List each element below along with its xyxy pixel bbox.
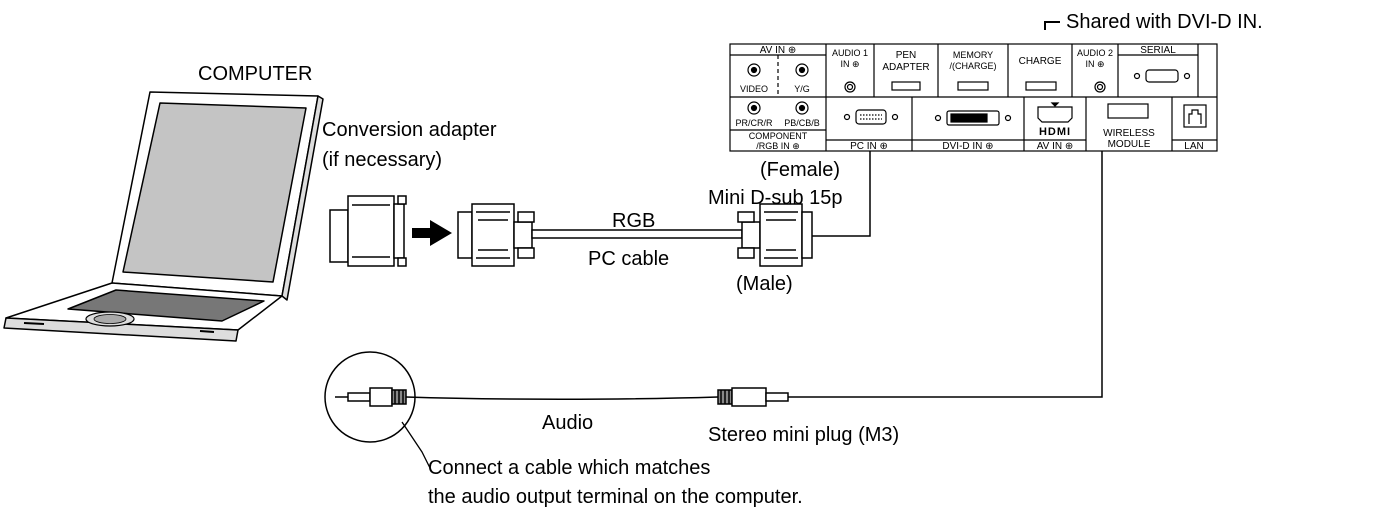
panel-pen-label-1: PEN bbox=[896, 50, 917, 61]
panel-prcr-label: PR/CR/R bbox=[735, 118, 773, 128]
conversion-adapter-label-1: Conversion adapter bbox=[322, 119, 497, 141]
audio-cable-lead bbox=[806, 92, 1103, 398]
pc-cable bbox=[457, 203, 813, 267]
panel-video-label: VIDEO bbox=[740, 84, 768, 94]
laptop-computer bbox=[3, 91, 324, 342]
note-line-2: the audio output terminal on the compute… bbox=[428, 486, 803, 508]
stereo-plug-label: Stereo mini plug (M3) bbox=[708, 424, 900, 446]
shared-bracket bbox=[1044, 21, 1060, 30]
panel-memory-label-1: MEMORY bbox=[953, 50, 993, 60]
audio-cable bbox=[324, 351, 806, 443]
shared-label: Shared with DVI-D IN. bbox=[1066, 11, 1263, 33]
note-callout-line bbox=[401, 421, 431, 469]
pc-cable-label: PC cable bbox=[588, 248, 670, 270]
conversion-adapter bbox=[329, 195, 407, 267]
panel-dvi-in-label: DVI-D IN ⊕ bbox=[942, 141, 993, 152]
conversion-adapter-label-2: (if necessary) bbox=[322, 149, 443, 171]
panel-pbcb-label: PB/CB/B bbox=[784, 118, 820, 128]
panel-hdmi-label: HDMI bbox=[1039, 126, 1071, 138]
panel-component-label-2: /RGB IN ⊕ bbox=[756, 141, 800, 151]
mini-dsub-label: Mini D-sub 15p bbox=[708, 187, 843, 209]
male-label: (Male) bbox=[736, 273, 793, 295]
panel-charge-label: CHARGE bbox=[1019, 56, 1062, 67]
female-label: (Female) bbox=[760, 159, 841, 181]
panel-memory-label-2: /(CHARGE) bbox=[950, 61, 997, 71]
panel-audio2-label-1: AUDIO 2 bbox=[1077, 48, 1113, 58]
panel-av-in-label: AV IN ⊕ bbox=[760, 45, 797, 56]
connector-panel bbox=[729, 43, 1218, 152]
panel-av-in2-label: AV IN ⊕ bbox=[1037, 141, 1074, 152]
arrow-icon bbox=[412, 220, 452, 246]
pc-cable-lead bbox=[812, 150, 871, 237]
panel-audio1-label-1: AUDIO 1 bbox=[832, 48, 868, 58]
panel-wireless-label-2: MODULE bbox=[1108, 139, 1151, 150]
panel-lan-label: LAN bbox=[1184, 141, 1203, 152]
panel-pen-label-2: ADAPTER bbox=[882, 62, 929, 73]
computer-label: COMPUTER bbox=[198, 63, 313, 85]
audio-label: Audio bbox=[542, 412, 594, 434]
panel-audio2-label-2: IN ⊕ bbox=[1085, 59, 1104, 69]
panel-yg-label: Y/G bbox=[794, 84, 810, 94]
panel-pc-in-label: PC IN ⊕ bbox=[850, 141, 888, 152]
panel-component-label-1: COMPONENT bbox=[749, 131, 808, 141]
note-line-1: Connect a cable which matches bbox=[428, 457, 711, 479]
panel-labels: AV IN ⊕ VIDEO Y/G PR/CR/R PB/CB/B COMPON… bbox=[735, 45, 1203, 152]
panel-ports bbox=[747, 63, 1207, 128]
panel-audio1-label-2: IN ⊕ bbox=[840, 59, 859, 69]
panel-serial-label: SERIAL bbox=[1140, 45, 1176, 56]
panel-wireless-label-1: WIRELESS bbox=[1103, 128, 1155, 139]
rgb-label: RGB bbox=[612, 210, 656, 232]
